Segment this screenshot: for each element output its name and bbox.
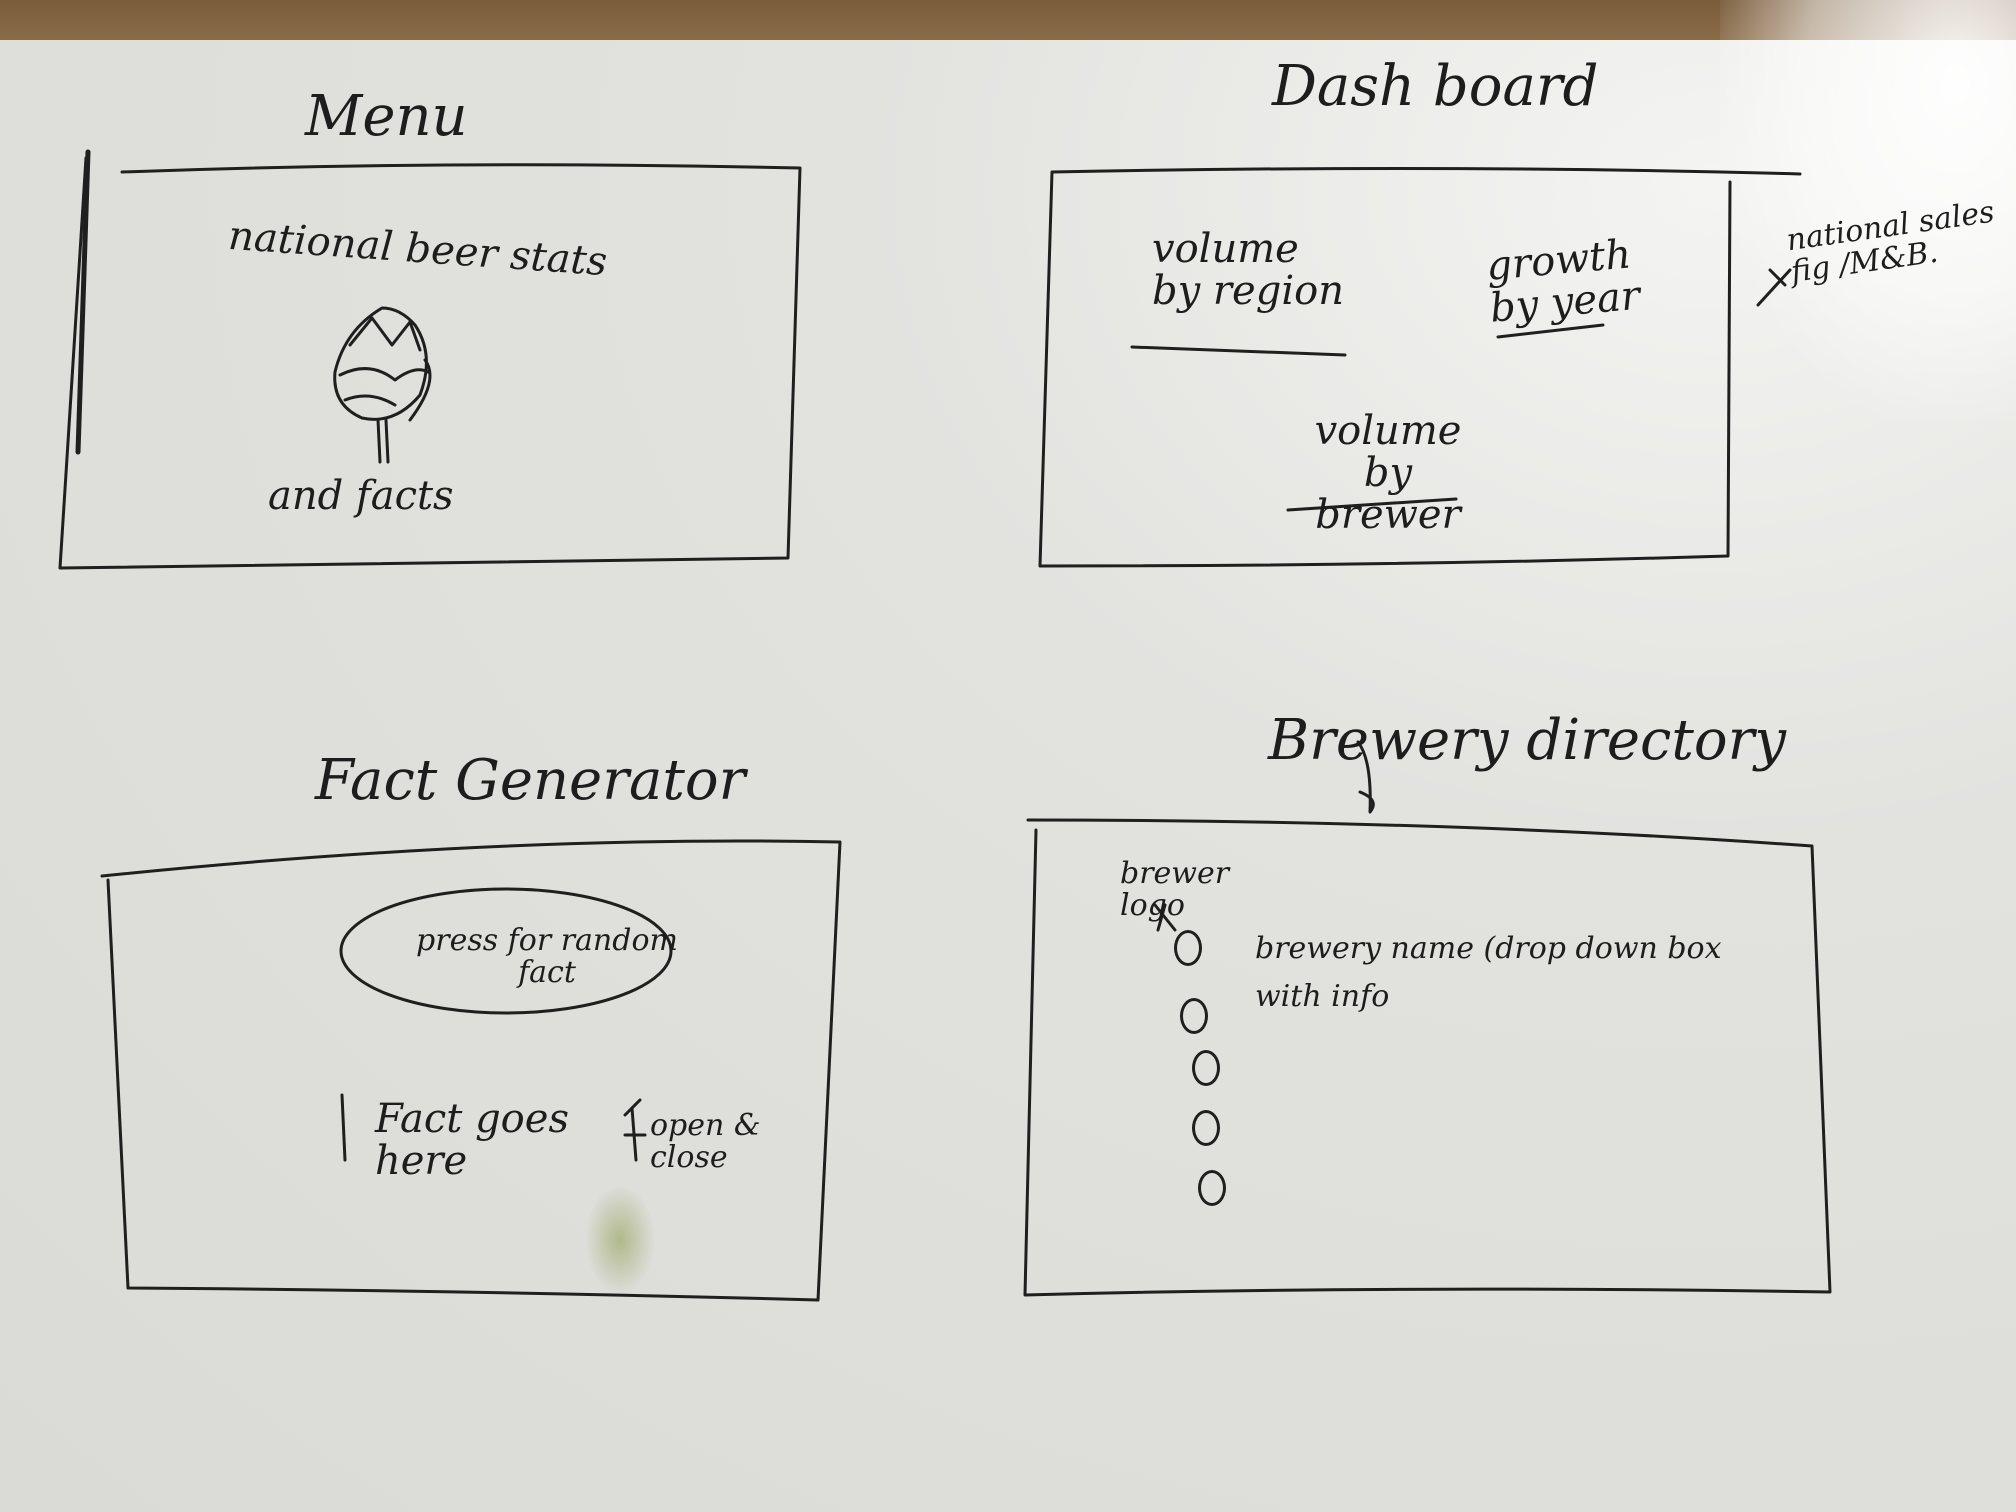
dashboard-volume-by-brewer[interactable]: volume by brewer [1314,408,1462,538]
dashboard-volume-by-region[interactable]: volume by region [1152,226,1344,314]
ink-smudge [585,1185,655,1295]
menu-title: Menu [305,84,468,149]
brewery-list-item[interactable] [1192,1050,1220,1086]
brewery-list-item[interactable] [1180,998,1208,1034]
light-glare [1720,0,2016,420]
fact-frame [100,839,842,1302]
random-fact-button[interactable]: press for random fact [416,923,678,990]
paper-sheet [0,40,2016,1512]
dashboard-title: Dash board [1272,54,1599,119]
random-fact-button-outline [339,887,673,1015]
dashboard-frame [1038,166,1802,568]
brewery-list-item[interactable] [1198,1170,1226,1206]
dashboard-growth-by-year[interactable]: growth by year [1484,231,1642,332]
directory-frame [1023,818,1832,1297]
brewery-list-item[interactable] [1174,930,1202,966]
brewery-dropdown-label[interactable]: brewery name (drop down box with info [1255,931,1722,1014]
brewer-logo-label: brewer logo [1120,856,1230,923]
brewery-directory-title: Brewery directory [1268,708,1786,773]
fact-output: Fact goes here [375,1096,569,1184]
menu-frame [58,156,802,570]
open-close-toggle[interactable]: open & close [650,1108,761,1175]
brewery-list-item[interactable] [1192,1110,1220,1146]
hop-cone-icon [333,306,432,464]
menu-line-facts: and facts [268,473,454,519]
fact-generator-title: Fact Generator [315,748,746,813]
